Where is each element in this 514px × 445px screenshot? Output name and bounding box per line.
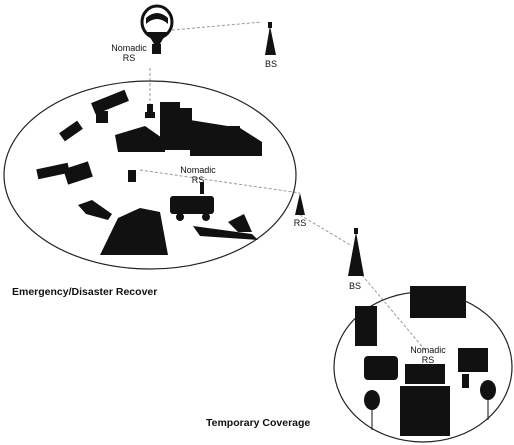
temporary-caption: Temporary Coverage [206,417,311,429]
nomadic-rs-small-label: Nomadic RS [402,345,454,365]
nomadic-rs-small-line1: Nomadic [410,345,446,355]
relay-tower-icon [295,193,305,215]
nomadic-rs-small-line2: RS [421,355,435,365]
bs-top-label: BS [264,59,277,69]
antenna-icon-small [128,170,136,182]
link-relay-to-bs [299,214,353,247]
city-buildings-icon [115,102,262,156]
antenna-icon [145,104,155,118]
nomadic-rs-top-line1: Nomadic [111,43,147,53]
base-station-tower-icon [348,228,364,276]
hot-air-balloon-icon [140,4,174,54]
rs-relay-label: RS [293,218,307,228]
link-bs-to-coverage-rs [361,274,426,351]
tower-icon [265,22,276,55]
helicopter-icon [36,161,93,185]
bs-mid-label: BS [348,281,361,291]
coverage-buildings-icon [355,286,466,436]
disaster-area-ellipse [3,80,297,270]
emergency-caption: Emergency/Disaster Recover [12,286,158,298]
van-icon [170,182,214,221]
nomadic-rs-top-line2: RS [122,53,136,63]
plane-wreck-icon [193,214,258,240]
link-area-rs-to-relay [139,169,301,194]
link-balloon-to-bs [171,21,263,31]
satellite-icon [59,89,129,142]
balloons-icon [364,380,496,430]
wireless-links [139,21,426,351]
nomadic-rs-mid-label: Nomadic RS [172,165,224,185]
nomadic-rs-top-label: Nomadic RS [103,43,155,63]
crowd-icon [364,348,488,384]
coverage-antenna-icon [462,374,469,388]
nomadic-rs-mid-line2: RS [191,175,205,185]
rubble-icon [78,200,168,255]
nomadic-rs-mid-line1: Nomadic [180,165,216,175]
